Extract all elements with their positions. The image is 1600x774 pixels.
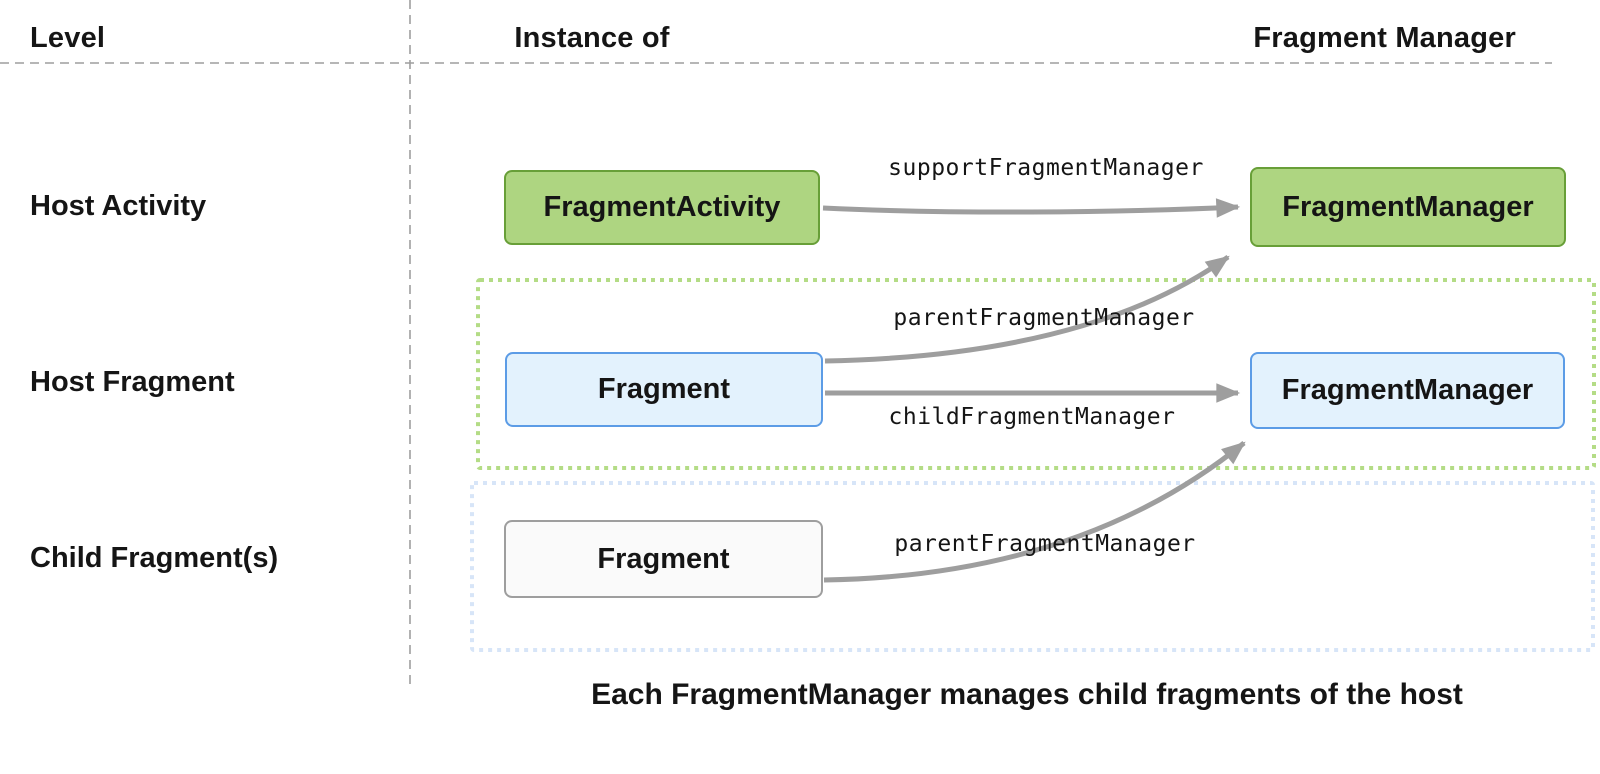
fragment-activity-box: FragmentActivity bbox=[504, 170, 820, 245]
child-fragment-manager-label: childFragmentManager bbox=[888, 404, 1176, 430]
support-fragment-manager-arrow bbox=[822, 198, 1241, 218]
parent-fragment-manager-label-host: parentFragmentManager bbox=[893, 305, 1195, 331]
row-label-host-fragment: Host Fragment bbox=[30, 366, 235, 398]
child-fragment-box: Fragment bbox=[504, 520, 823, 598]
column-header-fragment-manager: Fragment Manager bbox=[1253, 22, 1516, 54]
row-label-host-activity: Host Activity bbox=[30, 190, 207, 222]
host-fragment-manager-box: FragmentManager bbox=[1250, 352, 1565, 429]
parent-fragment-manager-arrow-child bbox=[823, 441, 1246, 583]
activity-fragment-manager-box: FragmentManager bbox=[1250, 167, 1566, 247]
support-fragment-manager-label: supportFragmentManager bbox=[888, 155, 1204, 181]
host-fragment-box: Fragment bbox=[505, 352, 823, 427]
row-label-child-fragments: Child Fragment(s) bbox=[30, 542, 279, 574]
column-header-level: Level bbox=[30, 22, 106, 54]
column-header-instance-of: Instance of bbox=[514, 22, 670, 54]
diagram-caption: Each FragmentManager manages child fragm… bbox=[591, 678, 1463, 711]
parent-fragment-manager-label-child: parentFragmentManager bbox=[894, 531, 1196, 557]
